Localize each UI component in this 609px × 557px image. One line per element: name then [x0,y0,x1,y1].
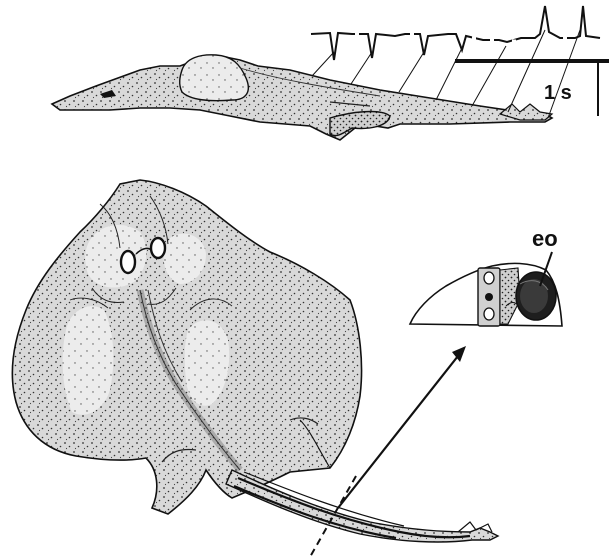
lateral-pelvic-fin [330,112,390,136]
scale-bar-label: 1 s [544,82,572,104]
eod-trace-line [311,6,600,60]
dorsal-eye-left [121,251,135,273]
tail-cross-section [410,263,562,326]
organ-label: eo [532,226,558,251]
dorsal-light-area-left [63,306,114,415]
skate-dorsal-view [12,180,498,542]
discharge-trace [311,6,600,60]
dorsal-eye-right [151,238,165,258]
